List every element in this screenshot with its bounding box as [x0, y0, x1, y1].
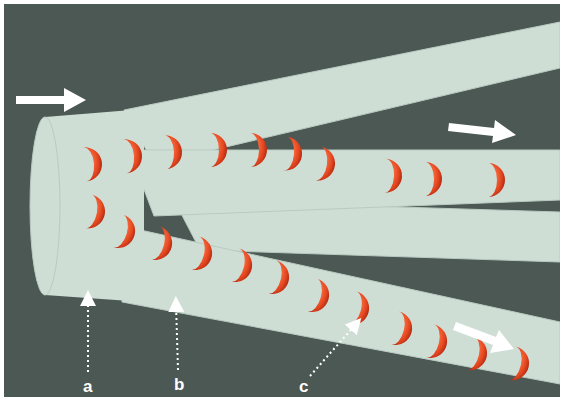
- part-letter: c: [299, 378, 308, 395]
- red-blood-cells: [84, 133, 533, 383]
- flow-arrows: [16, 88, 516, 353]
- vessel-illustration: [4, 4, 560, 397]
- part-letter: b: [174, 376, 184, 393]
- diagram-panel: a b c: [4, 4, 560, 397]
- part-letter: a: [83, 378, 92, 395]
- leader-lines: [88, 298, 356, 376]
